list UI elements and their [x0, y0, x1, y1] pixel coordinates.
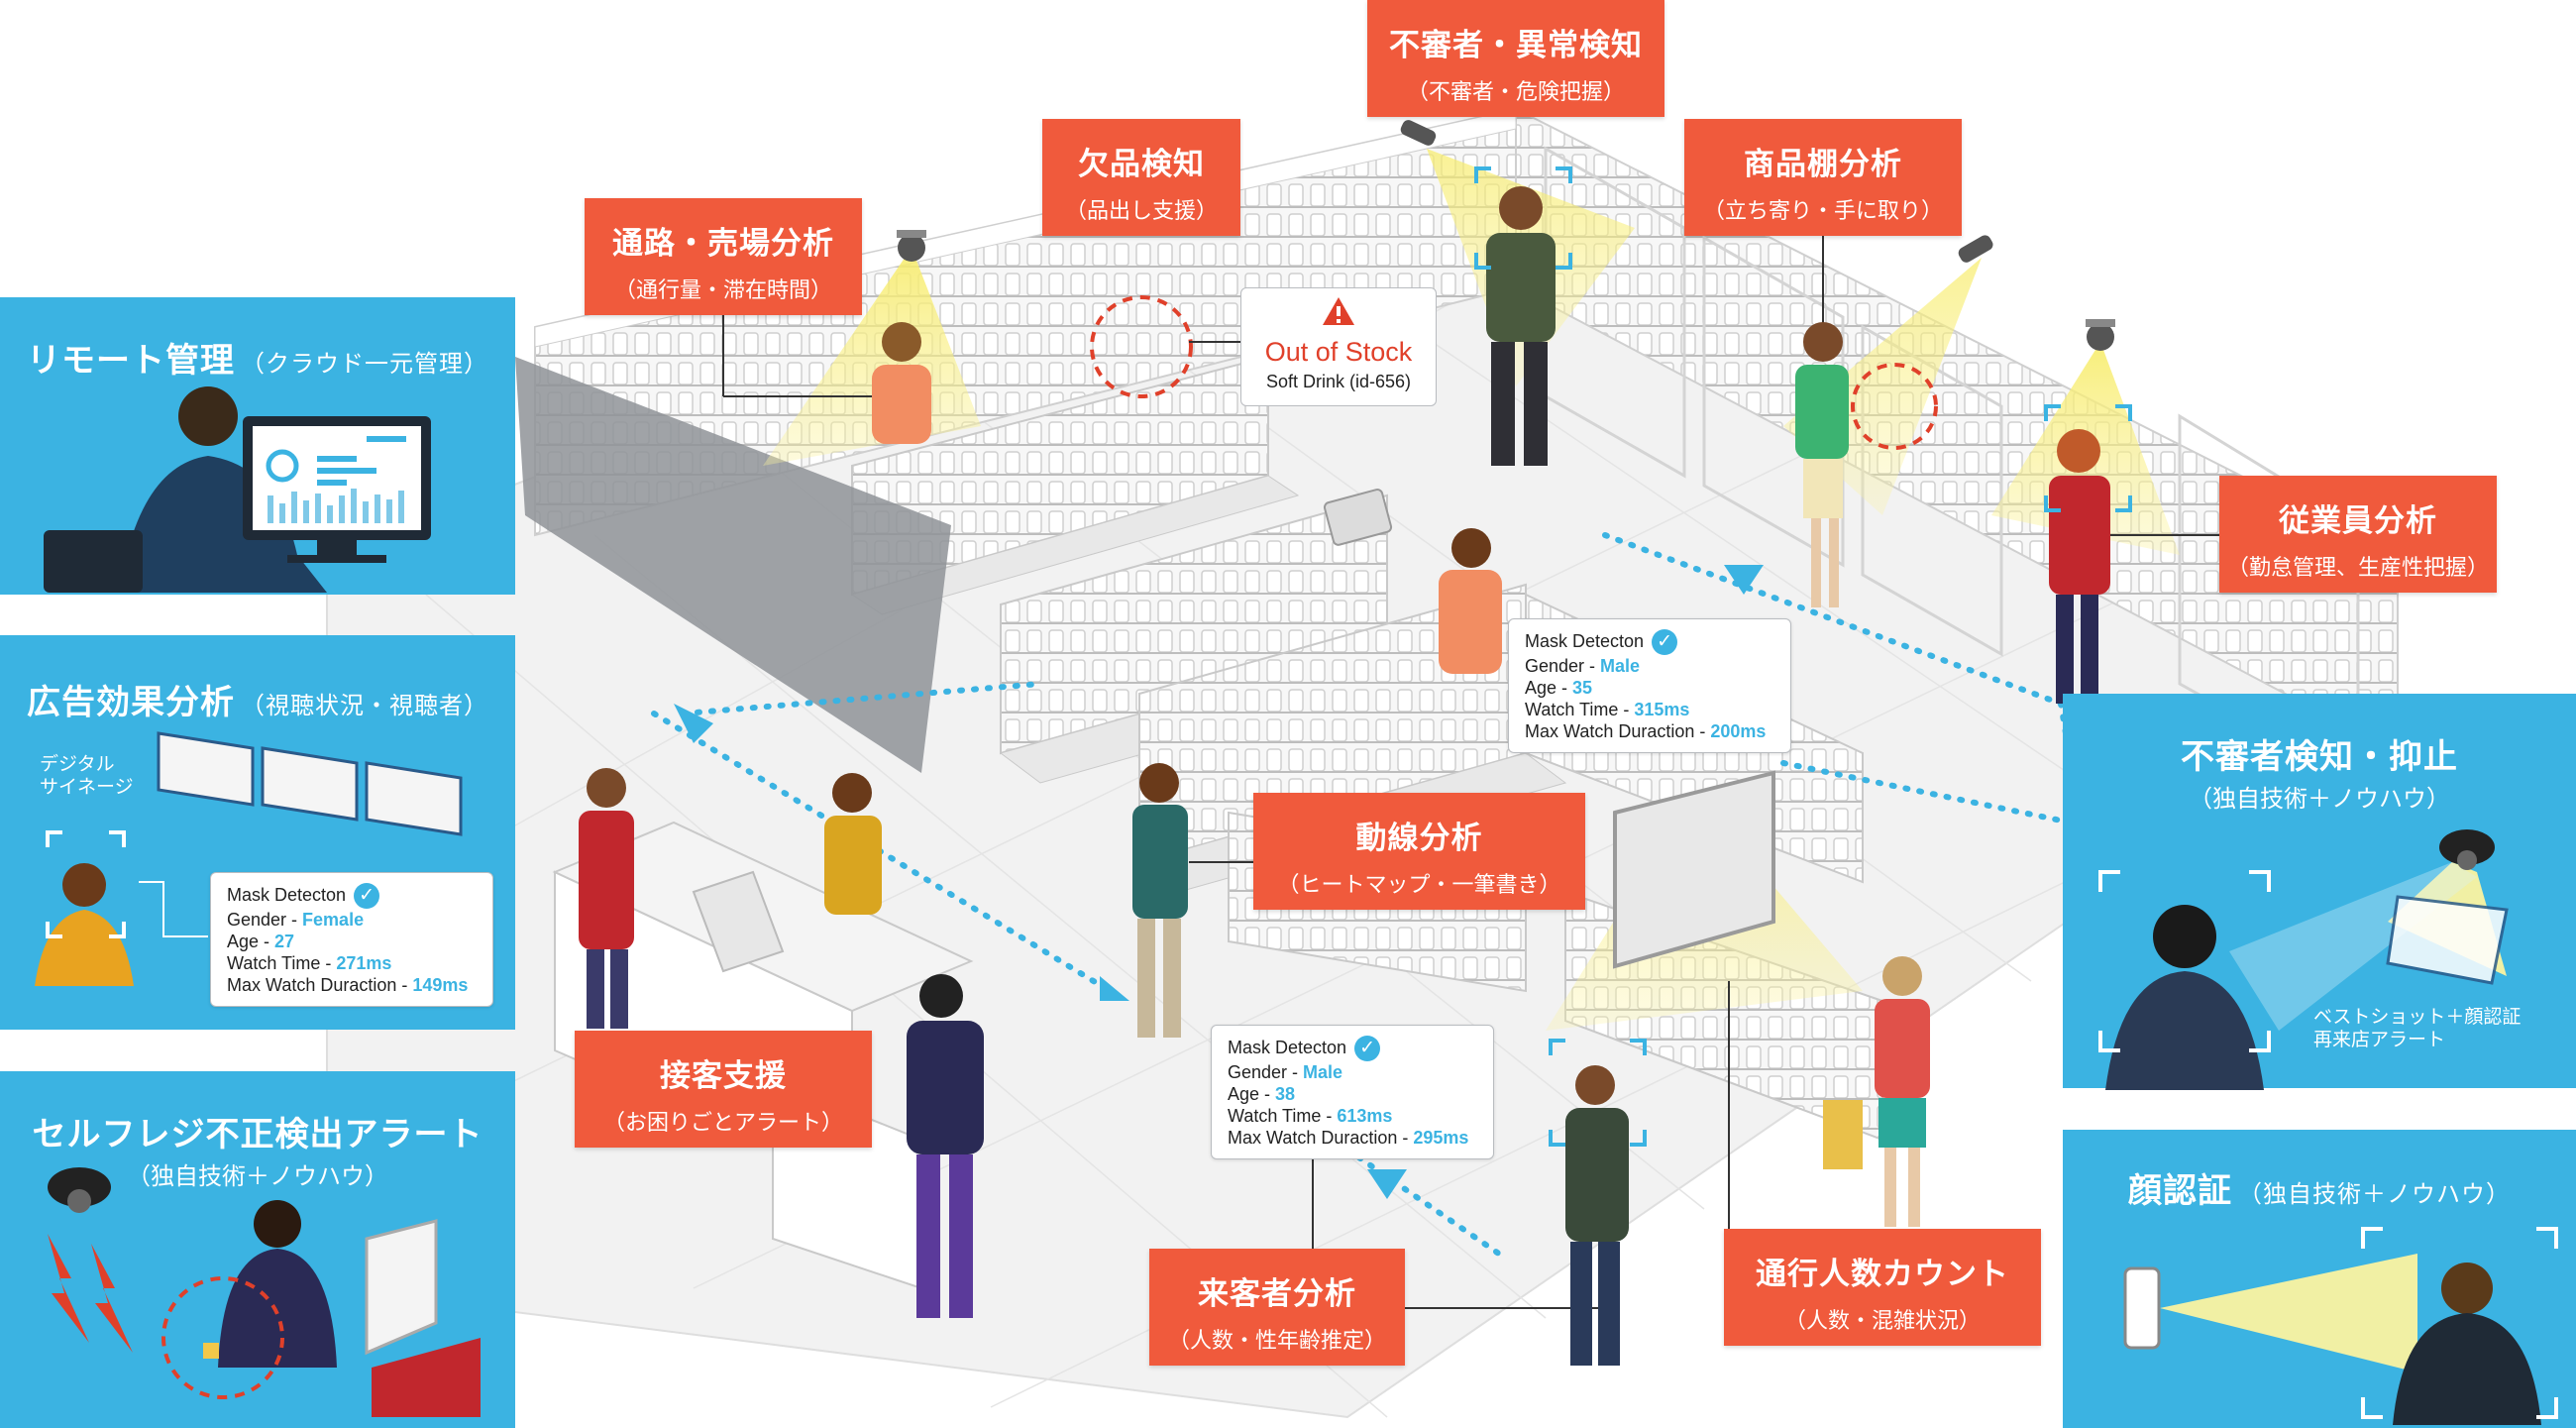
traffic-sub: （人数・混雑状況）	[1783, 1309, 1981, 1334]
detection-card-visitor: Mask Detecton ✓ Gender - Male Age - 38 Wa…	[1211, 1025, 1494, 1159]
remote-management-panel: リモート管理（クラウド一元管理）	[0, 297, 515, 595]
face-sub: （独自技術＋ノウハウ）	[2238, 1180, 2511, 1208]
gondola-shelves	[850, 355, 1883, 1142]
visitor-sub: （人数・性年齢推定）	[1167, 1329, 1386, 1354]
stockout-sub: （品出し支援）	[1064, 199, 1218, 224]
gender-value: Male	[1303, 1062, 1343, 1082]
glass-partition	[515, 357, 951, 773]
shelf-title: 商品棚分析	[1744, 147, 1902, 182]
out-of-stock-callout: Out of Stock Soft Drink (id-656)	[1240, 287, 1437, 406]
watch-label: Watch Time -	[1525, 700, 1635, 719]
suspicious-title: 不審者検知・抑止	[2181, 737, 2458, 777]
watch-label: Watch Time -	[1228, 1106, 1338, 1126]
age-value: 35	[1572, 678, 1593, 698]
warning-icon	[1323, 297, 1354, 325]
flow-sub: （ヒートマップ・一筆書き）	[1277, 873, 1561, 898]
shelf-circle	[1851, 363, 1938, 450]
face-auth-panel: 顔認証（独自技術＋ノウハウ）	[2063, 1130, 2576, 1428]
mask-label: Mask Detecton	[227, 884, 347, 905]
bestshot-note: ベストショット＋顔認証 再来店アラート	[2313, 1006, 2522, 1050]
anomaly-title: 不審者・異常検知	[1389, 28, 1643, 63]
gender-label: Gender -	[1228, 1062, 1304, 1082]
label-visitor-analysis: 来客者分析 （人数・性年齢推定）	[1149, 1249, 1405, 1366]
face-title: 顔認証	[2128, 1171, 2232, 1211]
suspicious-sub: （独自技術＋ノウハウ）	[2189, 785, 2450, 813]
max-watch-value: 149ms	[412, 975, 469, 995]
store-signage	[1613, 770, 1775, 969]
stockout-title: 欠品検知	[1078, 147, 1205, 182]
label-staff-analysis: 従業員分析 （勤怠管理、生産性把握）	[2219, 476, 2497, 593]
max-watch-value: 200ms	[1710, 721, 1767, 741]
detection-frames	[1474, 166, 2132, 1147]
camera-icons	[897, 120, 2115, 351]
flow-title: 動線分析	[1355, 821, 1483, 856]
service-sub: （お困りごとアラート）	[602, 1111, 843, 1136]
selfreg-title: セルフレジ不正検出アラート	[32, 1115, 483, 1154]
watch-value: 315ms	[1634, 700, 1690, 719]
remote-sub: （クラウド一元管理）	[241, 350, 488, 378]
label-stockout: 欠品検知 （品出し支援）	[1042, 119, 1240, 236]
age-label: Age -	[227, 932, 275, 951]
shoppers	[579, 186, 2110, 1366]
anomaly-sub: （不審者・危険把握）	[1406, 80, 1625, 105]
age-value: 27	[274, 932, 295, 951]
label-customer-service: 接客支援 （お困りごとアラート）	[575, 1031, 872, 1148]
gender-value: Male	[1600, 656, 1641, 676]
label-traffic-count: 通行人数カウント （人数・混雑状況）	[1724, 1229, 2041, 1346]
remote-title: リモート管理	[27, 341, 235, 381]
staff-sub: （勤怠管理、生産性把握）	[2226, 556, 2489, 581]
gender-value: Female	[302, 910, 365, 930]
service-title: 接客支援	[660, 1058, 787, 1094]
age-label: Age -	[1525, 678, 1573, 698]
check-icon: ✓	[354, 883, 380, 909]
traffic-title: 通行人数カウント	[1756, 1257, 2009, 1292]
label-shelf-analysis: 商品棚分析 （立ち寄り・手に取り）	[1684, 119, 1962, 236]
flow-arrows	[674, 565, 1764, 1199]
gender-label: Gender -	[227, 910, 303, 930]
mask-label: Mask Detecton	[1228, 1037, 1347, 1057]
check-icon: ✓	[1354, 1036, 1381, 1061]
watch-value: 271ms	[336, 953, 392, 973]
stockout-circle	[1090, 295, 1193, 398]
max-watch-label: Max Watch Duraction -	[1525, 721, 1711, 741]
age-label: Age -	[1228, 1084, 1276, 1104]
max-watch-value: 295ms	[1413, 1128, 1469, 1148]
aisle-title: 通路・売場分析	[612, 226, 834, 262]
out-of-stock-title: Out of Stock	[1264, 337, 1413, 367]
mask-label: Mask Detecton	[1525, 630, 1645, 651]
ad-sub: （視聴状況・視聴者）	[241, 692, 488, 719]
ad-title: 広告効果分析	[27, 683, 235, 722]
max-watch-label: Max Watch Duraction -	[227, 975, 413, 995]
aisle-sub: （通行量・滞在時間）	[613, 278, 832, 303]
label-anomaly: 不審者・異常検知 （不審者・危険把握）	[1367, 0, 1664, 117]
label-flow-analysis: 動線分析 （ヒートマップ・一筆書き）	[1253, 793, 1585, 910]
staff-title: 従業員分析	[2279, 503, 2437, 539]
watch-label: Watch Time -	[227, 953, 337, 973]
visitor-title: 来客者分析	[1198, 1276, 1356, 1312]
selfreg-sub: （独自技術＋ノウハウ）	[127, 1162, 388, 1190]
detection-card-ad: Mask Detecton✓ Gender - Female Age - 27 …	[210, 872, 493, 1007]
detection-card-store: Mask Detecton ✓ Gender - Male Age - 35 Wa…	[1508, 618, 1791, 753]
selfreg-alert-panel: セルフレジ不正検出アラート （独自技術＋ノウハウ）	[0, 1071, 515, 1428]
signage-label: デジタル サイネージ	[40, 753, 134, 798]
watch-value: 613ms	[1337, 1106, 1393, 1126]
age-value: 38	[1275, 1084, 1296, 1104]
max-watch-label: Max Watch Duraction -	[1228, 1128, 1414, 1148]
kiosk-tablet	[1323, 489, 1393, 546]
gender-label: Gender -	[1525, 656, 1601, 676]
shelf-sub: （立ち寄り・手に取り）	[1702, 199, 1943, 224]
out-of-stock-detail: Soft Drink (id-656)	[1265, 372, 1412, 391]
label-aisle-analysis: 通路・売場分析 （通行量・滞在時間）	[585, 198, 862, 315]
check-icon: ✓	[1652, 629, 1678, 655]
